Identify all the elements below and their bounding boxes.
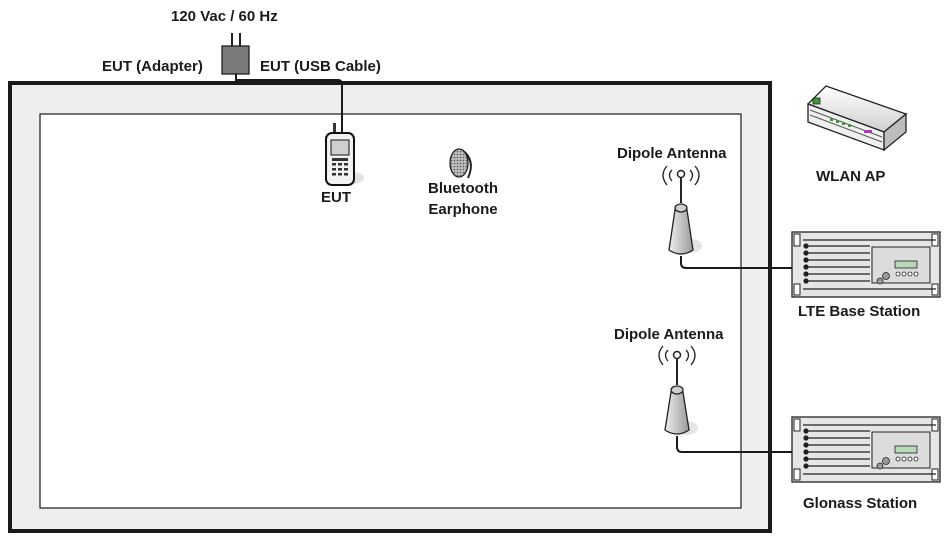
antenna-1-cable [680, 256, 800, 269]
wlan-ap-label: WLAN AP [816, 168, 886, 185]
eut-adapter-label: EUT (Adapter) [102, 58, 203, 75]
bluetooth-earphone-label-line1: Bluetooth [428, 180, 498, 197]
glonass-station-icon [791, 416, 941, 483]
power-supply-label: 120 Vac / 60 Hz [171, 8, 278, 25]
dipole-antenna-1-label: Dipole Antenna [617, 145, 727, 162]
wlan-ap-icon [806, 85, 908, 152]
chamber-inner-area [39, 113, 742, 509]
power-adapter-icon [221, 33, 250, 75]
bluetooth-earphone-label-line2: Earphone [428, 201, 498, 218]
lte-base-station-icon [791, 231, 941, 298]
dipole-antenna-2-label: Dipole Antenna [614, 326, 724, 343]
dipole-antenna-1-icon [662, 165, 702, 255]
eut-usb-cable-label: EUT (USB Cable) [260, 58, 381, 75]
antenna-2-cable [676, 436, 800, 453]
eut-label: EUT [321, 189, 351, 206]
bluetooth-earphone-icon [449, 148, 472, 179]
dipole-antenna-2-icon [658, 345, 698, 435]
eut-phone-icon [325, 123, 364, 186]
lte-base-station-label: LTE Base Station [798, 303, 921, 320]
usb-cable [235, 74, 343, 140]
glonass-station-label: Glonass Station [803, 495, 918, 512]
shielded-chamber [8, 81, 772, 533]
